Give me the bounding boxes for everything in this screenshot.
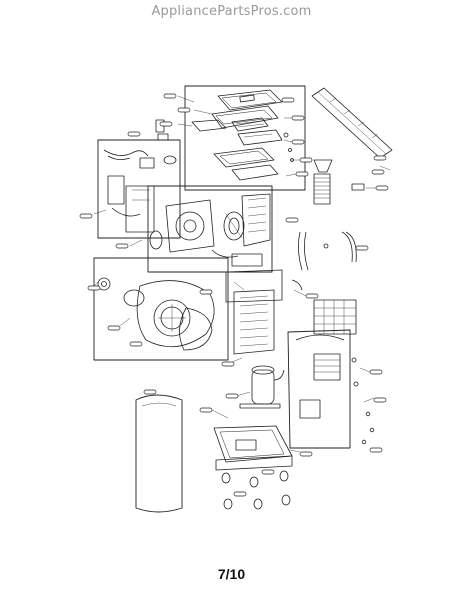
casters	[221, 470, 291, 510]
callout-labels	[79, 93, 389, 497]
control-panel-assembly	[184, 85, 306, 191]
page-number: 7/10	[217, 566, 246, 582]
rear-cabinet	[287, 329, 375, 449]
site-watermark: AppliancePartsPros.com	[151, 4, 312, 19]
fan-motor-assembly	[147, 185, 273, 273]
rear-grille	[313, 299, 357, 335]
front-panel	[135, 394, 183, 513]
drain-hose	[298, 231, 357, 271]
compressor	[239, 365, 285, 409]
cartridge-filter	[313, 159, 365, 205]
misc-hardware	[155, 119, 371, 445]
evaporator-coil	[225, 269, 283, 355]
blower-assembly	[93, 257, 229, 361]
air-filter-slat	[311, 87, 393, 159]
base-pan	[213, 425, 293, 471]
wiring-box-assembly	[97, 139, 181, 239]
